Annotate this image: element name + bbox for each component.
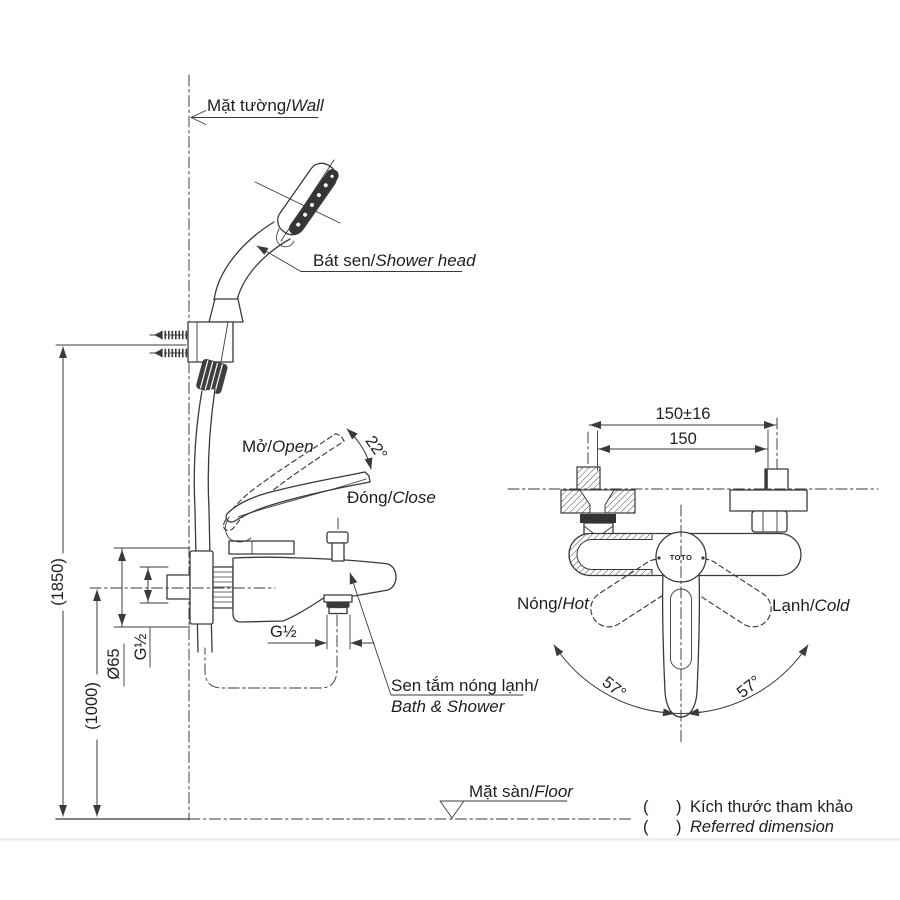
note-en-text: Referred dimension xyxy=(690,818,834,836)
lever-inner-line xyxy=(237,478,367,518)
inlet-knurled-nut xyxy=(212,566,234,609)
note-en-parens: ( ) xyxy=(643,818,682,836)
head-handle-joint xyxy=(276,228,295,248)
handle-inner-edge xyxy=(236,238,291,301)
wall-reference: Mặt tường/Wall xyxy=(188,74,325,821)
medallion-dot-left xyxy=(657,556,661,560)
dim-outlet-thread: G½ xyxy=(267,614,375,650)
lever-heel xyxy=(224,516,252,543)
dim-inlet-value: G½ xyxy=(132,633,150,660)
bath-shower-leader xyxy=(349,572,524,696)
dim-1850: (1850) xyxy=(49,346,67,817)
page-seam-line xyxy=(0,838,900,841)
shower-head-assembly: Bát sen/Shower head xyxy=(213,159,476,301)
wall-label: Mặt tường/Wall xyxy=(207,96,325,115)
screw-tip xyxy=(154,331,162,339)
dim-150pm16-value: 150±16 xyxy=(656,405,711,423)
eccentric-connector-left xyxy=(560,466,636,544)
dim-1000: (1000) xyxy=(83,589,101,817)
faucet-side-view: 22° Mở/Open Đóng/Close Sen tắm nóng lạnh… xyxy=(89,428,539,716)
bath-shower-label-vi: Sen tắm nóng lạnh/ xyxy=(391,676,539,695)
dim-inlet-thread: G½ xyxy=(132,566,152,668)
shower-head-label: Bát sen/Shower head xyxy=(313,251,476,270)
connector-funnel xyxy=(579,489,615,514)
swing-right-value: 57° xyxy=(734,672,765,702)
faucet-body-spout xyxy=(232,556,397,623)
body-section-hatch xyxy=(568,533,653,576)
spout-outlet xyxy=(323,594,353,615)
bracket-detail-slant xyxy=(220,321,229,363)
hose-nut xyxy=(196,359,228,394)
shower-head-leader xyxy=(256,245,463,272)
dim-1850-value: (1850) xyxy=(49,558,67,606)
screw-tip xyxy=(154,349,162,357)
dim-center-distance: 150±16 150 xyxy=(587,405,778,549)
wall-union-nut xyxy=(166,574,191,600)
dim-1000-value: (1000) xyxy=(83,682,101,730)
supply-pipe xyxy=(576,466,601,491)
faucet-front-view: 150±16 150 xyxy=(507,405,879,746)
note-vi-parens: ( ) xyxy=(643,798,682,816)
swing-left-value: 57° xyxy=(599,673,630,703)
hex-nut xyxy=(751,510,788,533)
dim-flange-diameter: Ø65 xyxy=(105,547,126,687)
reference-notes: ( ) Kích thước tham khảo ( ) Referred di… xyxy=(643,798,853,836)
handle-end-cone xyxy=(208,298,244,323)
wall-arrow-icon xyxy=(190,110,207,125)
spray-nozzles xyxy=(296,174,334,227)
side-view-dimensions: (1850) (1000) Ø65 G½ xyxy=(49,344,375,817)
bracket-body xyxy=(187,321,234,363)
connector-right xyxy=(729,468,808,533)
connector-washer xyxy=(580,514,616,523)
floor-label: Mặt sàn/Floor xyxy=(469,782,574,801)
open-angle-value: 22° xyxy=(361,433,390,464)
open-angle-arc xyxy=(346,428,373,470)
handle-outer-edge xyxy=(213,221,275,301)
wall-flange xyxy=(189,550,214,625)
cold-label: Lạnh/Cold xyxy=(772,596,850,615)
brand-logo: TOTO xyxy=(670,553,693,562)
head-centerline-cross xyxy=(254,181,341,224)
hot-label: Nóng/Hot xyxy=(517,594,590,613)
screw-bottom xyxy=(149,348,214,358)
open-label: Mở/Open xyxy=(242,437,314,456)
cartridge-cap xyxy=(228,540,295,555)
head-centerline-axis xyxy=(280,159,335,242)
shower-head xyxy=(277,162,339,236)
level-triangle-icon xyxy=(439,800,465,819)
cover-flange xyxy=(729,489,808,512)
dim-flange-value: Ø65 xyxy=(105,648,123,679)
dim-outlet-value: G½ xyxy=(270,623,297,641)
lever-open-ghost xyxy=(222,433,345,532)
hose-nut-knurling xyxy=(199,360,223,393)
screw-top xyxy=(149,330,214,340)
lever-closed xyxy=(224,471,371,543)
hose-loop-centerline xyxy=(204,614,338,689)
medallion-dot-right xyxy=(701,556,705,560)
diverter-knob xyxy=(326,531,349,562)
bath-shower-label-en: Bath & Shower xyxy=(391,697,506,716)
floor-reference: Mặt sàn/Floor xyxy=(55,782,634,820)
note-vi-text: Kích thước tham khảo xyxy=(690,798,853,816)
dim-150-value: 150 xyxy=(669,430,697,448)
close-label: Đóng/Close xyxy=(347,488,436,507)
square-nut xyxy=(764,468,789,491)
